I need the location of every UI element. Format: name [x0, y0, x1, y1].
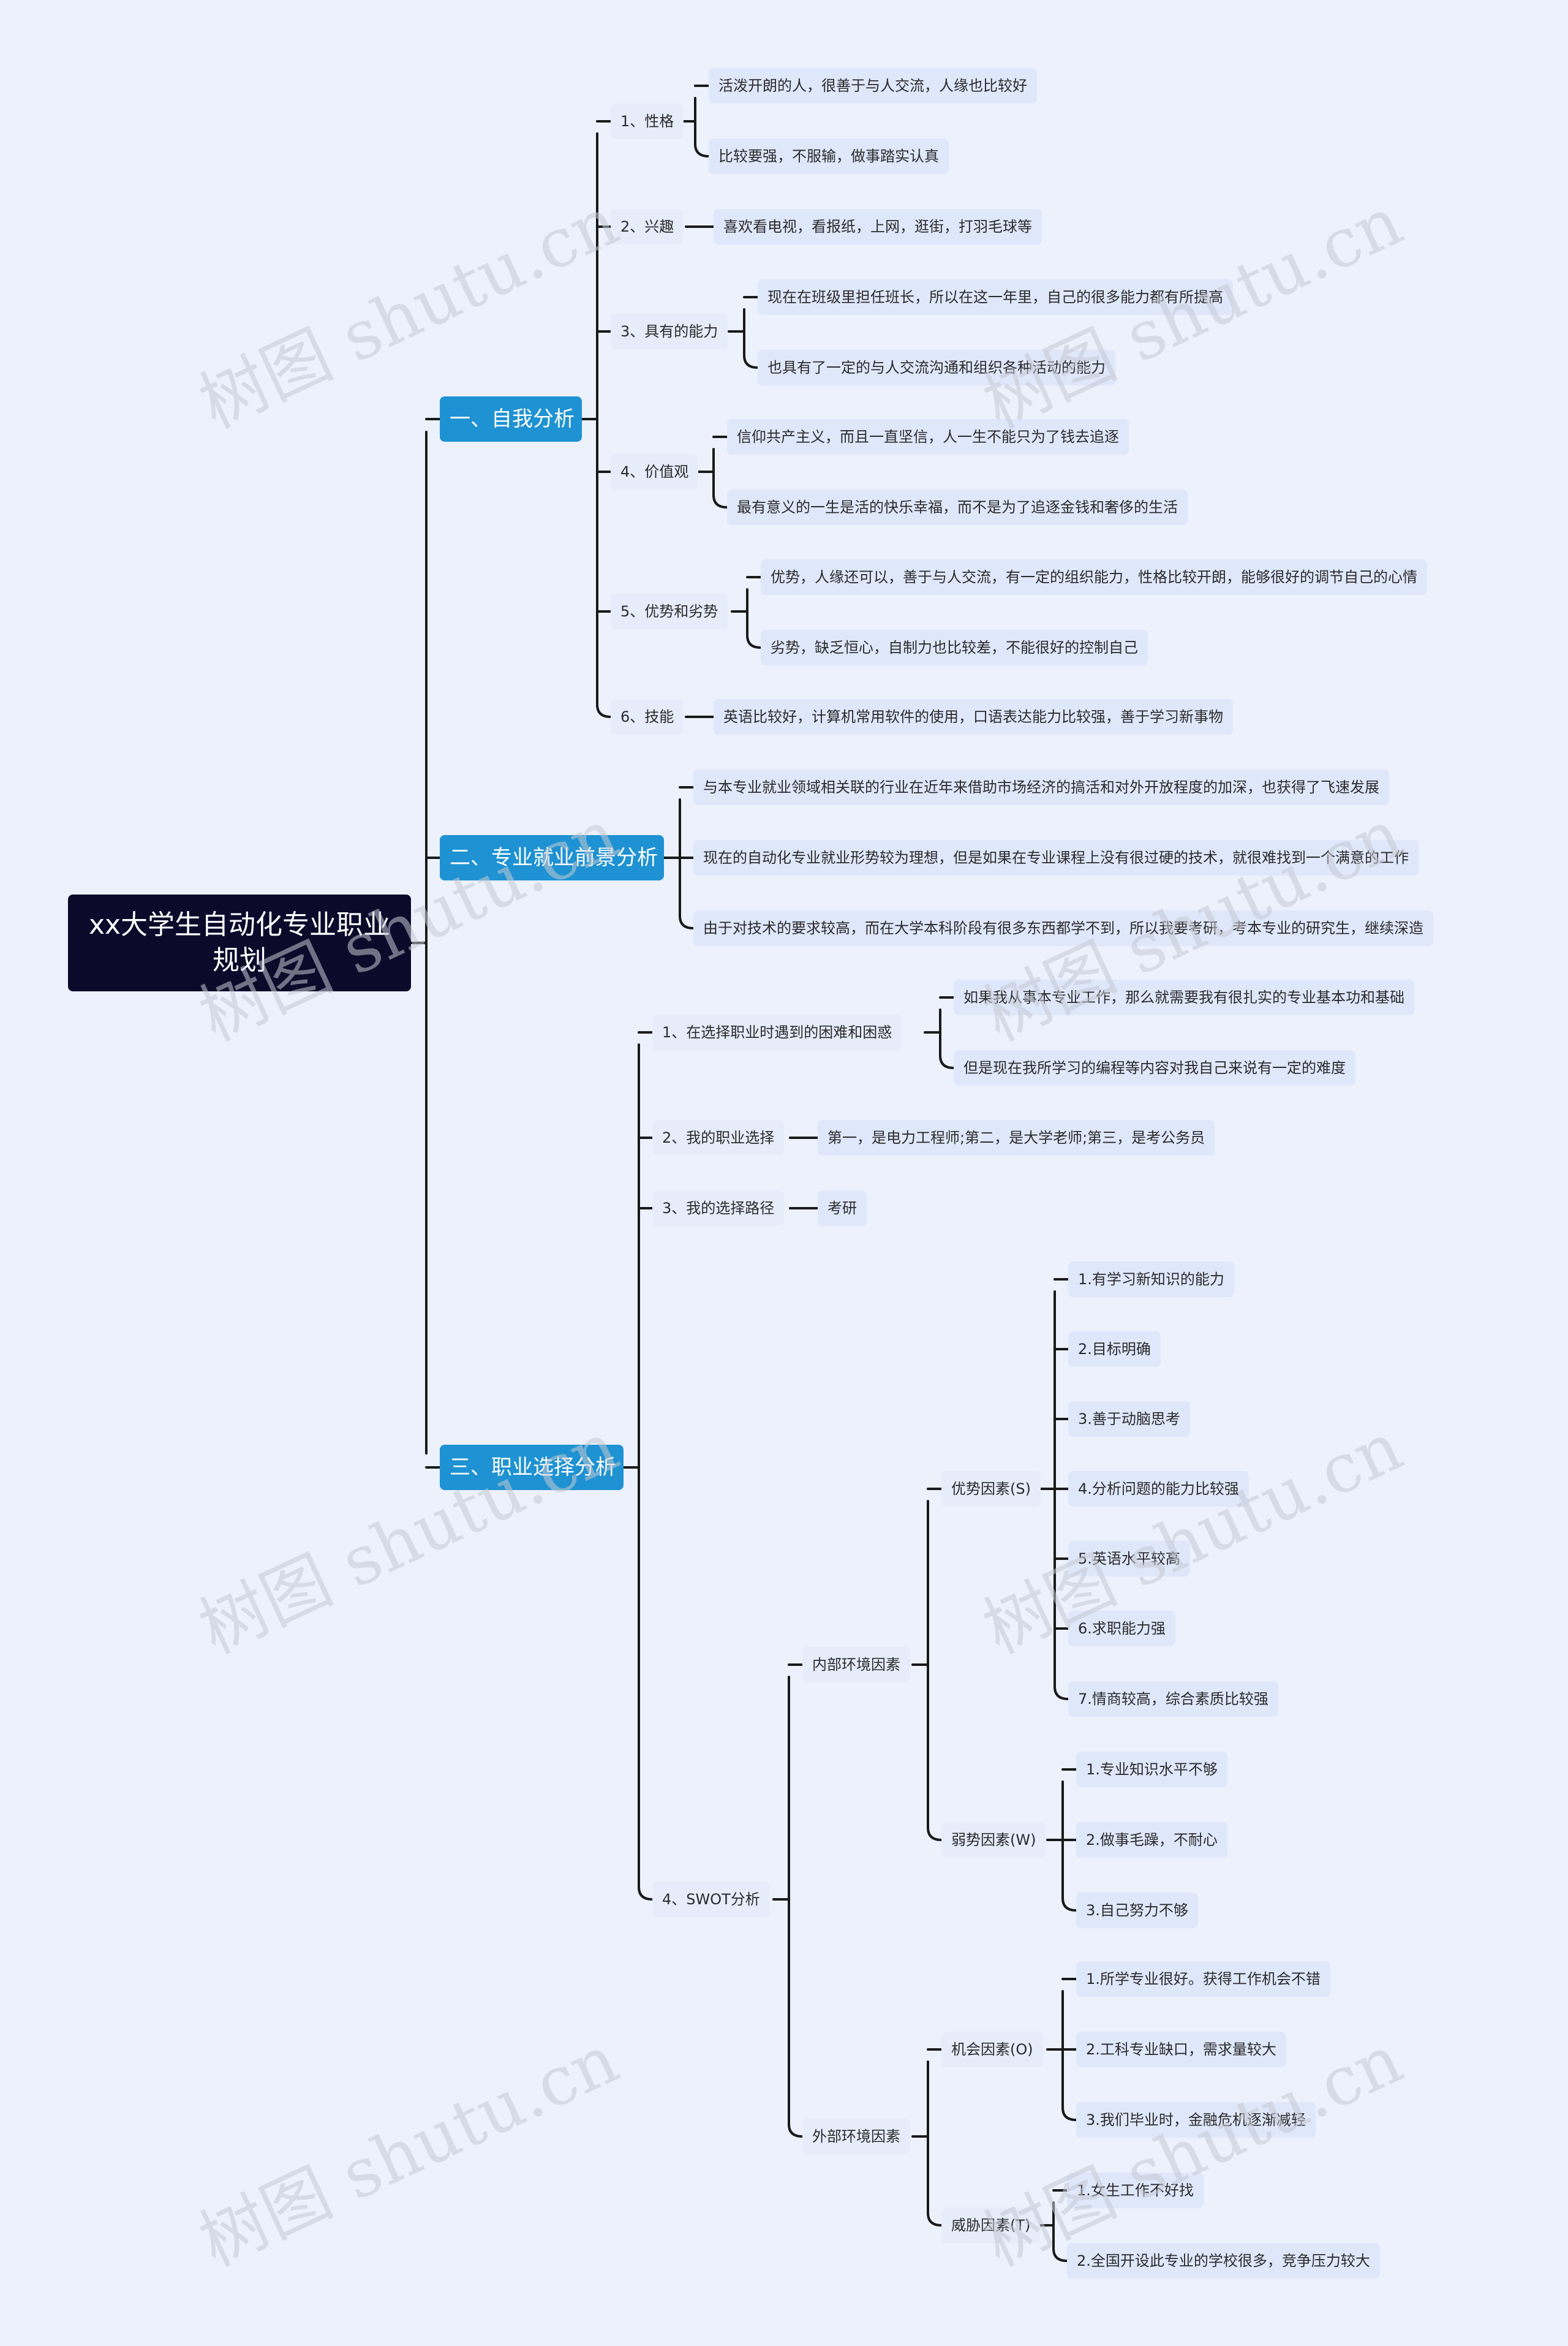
topic-swot[interactable]: 4、SWOT分析	[652, 1882, 770, 1917]
topic-threats-t[interactable]: 威胁因素(T)	[941, 2208, 1041, 2243]
section-label: 三、职业选择分析	[450, 1455, 616, 1480]
leaf-o-1[interactable]: 1.所学专业很好。获得工作机会不错	[1076, 1961, 1330, 1997]
leaf-t-2[interactable]: 2.全国开设此专业的学校很多，竞争压力较大	[1067, 2243, 1380, 2279]
leaf-w-3[interactable]: 3.自己努力不够	[1076, 1893, 1198, 1928]
leaf-t-1[interactable]: 1.女生工作不好找	[1067, 2173, 1204, 2208]
leaf-career-choice-1[interactable]: 第一，是电力工程师;第二，是大学老师;第三，是考公务员	[818, 1120, 1215, 1156]
leaf-s-3[interactable]: 3.善于动脑思考	[1068, 1401, 1190, 1437]
topic-difficulty[interactable]: 1、在选择职业时遇到的困难和困惑	[652, 1015, 902, 1050]
topic-opportunities-o[interactable]: 机会因素(O)	[941, 2032, 1043, 2067]
leaf-personality-1[interactable]: 活泼开朗的人，很善于与人交流，人缘也比较好	[709, 68, 1037, 104]
leaf-strengths-2[interactable]: 劣势，缺乏恒心，自制力也比较差，不能很好的控制自己	[761, 630, 1148, 665]
leaf-strengths-1[interactable]: 优势，人缘还可以，善于与人交流，有一定的组织能力，性格比较开朗，能够很好的调节自…	[761, 559, 1427, 595]
topic-strengths-weaknesses[interactable]: 5、优势和劣势	[611, 594, 728, 629]
section-self-analysis[interactable]: 一、自我分析	[440, 396, 582, 442]
section-career-choice[interactable]: 三、职业选择分析	[440, 1445, 624, 1490]
leaf-difficulty-1[interactable]: 如果我从事本专业工作，那么就需要我有很扎实的专业基本功和基础	[954, 980, 1414, 1015]
topic-external-factors[interactable]: 外部环境因素	[802, 2119, 910, 2154]
leaf-prospect-1[interactable]: 与本专业就业领域相关联的行业在近年来借助市场经济的搞活和对外开放程度的加深，也获…	[693, 770, 1389, 805]
topic-skills[interactable]: 6、技能	[611, 699, 684, 735]
leaf-personality-2[interactable]: 比较要强，不服输，做事踏实认真	[709, 138, 949, 174]
leaf-w-1[interactable]: 1.专业知识水平不够	[1076, 1752, 1227, 1787]
topic-career-choice[interactable]: 2、我的职业选择	[652, 1120, 785, 1156]
topic-weaknesses-w[interactable]: 弱势因素(W)	[941, 1822, 1046, 1858]
leaf-w-2[interactable]: 2.做事毛躁，不耐心	[1076, 1822, 1227, 1858]
topic-choice-path[interactable]: 3、我的选择路径	[652, 1190, 785, 1226]
leaf-o-3[interactable]: 3.我们毕业时，金融危机逐渐减轻	[1076, 2102, 1316, 2138]
leaf-values-2[interactable]: 最有意义的一生是活的快乐幸福，而不是为了追逐金钱和奢侈的生活	[727, 490, 1188, 525]
leaf-values-1[interactable]: 信仰共产主义，而且一直坚信，人一生不能只为了钱去追逐	[727, 419, 1129, 455]
leaf-skills-1[interactable]: 英语比较好，计算机常用软件的使用，口语表达能力比较强，善于学习新事物	[714, 699, 1233, 735]
leaf-difficulty-2[interactable]: 但是现在我所学习的编程等内容对我自己来说有一定的难度	[954, 1050, 1355, 1086]
topic-ability[interactable]: 3、具有的能力	[611, 314, 728, 349]
leaf-s-1[interactable]: 1.有学习新知识的能力	[1068, 1262, 1234, 1297]
section-label: 二、专业就业前景分析	[450, 846, 658, 870]
leaf-s-5[interactable]: 5.英语水平较高	[1068, 1541, 1190, 1576]
leaf-ability-2[interactable]: 也具有了一定的与人交流沟通和组织各种活动的能力	[758, 350, 1115, 385]
section-label: 一、自我分析	[450, 407, 575, 431]
leaf-prospect-2[interactable]: 现在的自动化专业就业形势较为理想，但是如果在专业课程上没有很过硬的技术，就很难找…	[693, 840, 1419, 876]
leaf-s-4[interactable]: 4.分析问题的能力比较强	[1068, 1471, 1249, 1507]
leaf-interest-1[interactable]: 喜欢看电视，看报纸，上网，逛街，打羽毛球等	[714, 209, 1042, 244]
leaf-ability-1[interactable]: 现在在班级里担任班长，所以在这一年里，自己的很多能力都有所提高	[758, 279, 1233, 315]
leaf-s-7[interactable]: 7.情商较高，综合素质比较强	[1068, 1681, 1278, 1717]
topic-interest[interactable]: 2、兴趣	[611, 209, 684, 244]
leaf-o-2[interactable]: 2.工科专业缺口，需求量较大	[1076, 2032, 1286, 2067]
leaf-choice-path-1[interactable]: 考研	[818, 1190, 867, 1226]
topic-internal-factors[interactable]: 内部环境因素	[802, 1647, 910, 1682]
section-employment-prospect[interactable]: 二、专业就业前景分析	[440, 835, 664, 880]
topic-values[interactable]: 4、价值观	[611, 454, 699, 490]
leaf-prospect-3[interactable]: 由于对技术的要求较高，而在大学本科阶段有很多东西都学不到，所以我要考研，考本专业…	[693, 910, 1433, 946]
root-topic[interactable]: xx大学生自动化专业职业规划	[68, 895, 411, 991]
topic-strengths-s[interactable]: 优势因素(S)	[941, 1471, 1041, 1507]
leaf-s-6[interactable]: 6.求职能力强	[1068, 1611, 1175, 1646]
topic-personality[interactable]: 1、性格	[611, 104, 684, 139]
leaf-s-2[interactable]: 2.目标明确	[1068, 1331, 1161, 1367]
root-topic-label: xx大学生自动化专业职业规划	[88, 909, 391, 976]
